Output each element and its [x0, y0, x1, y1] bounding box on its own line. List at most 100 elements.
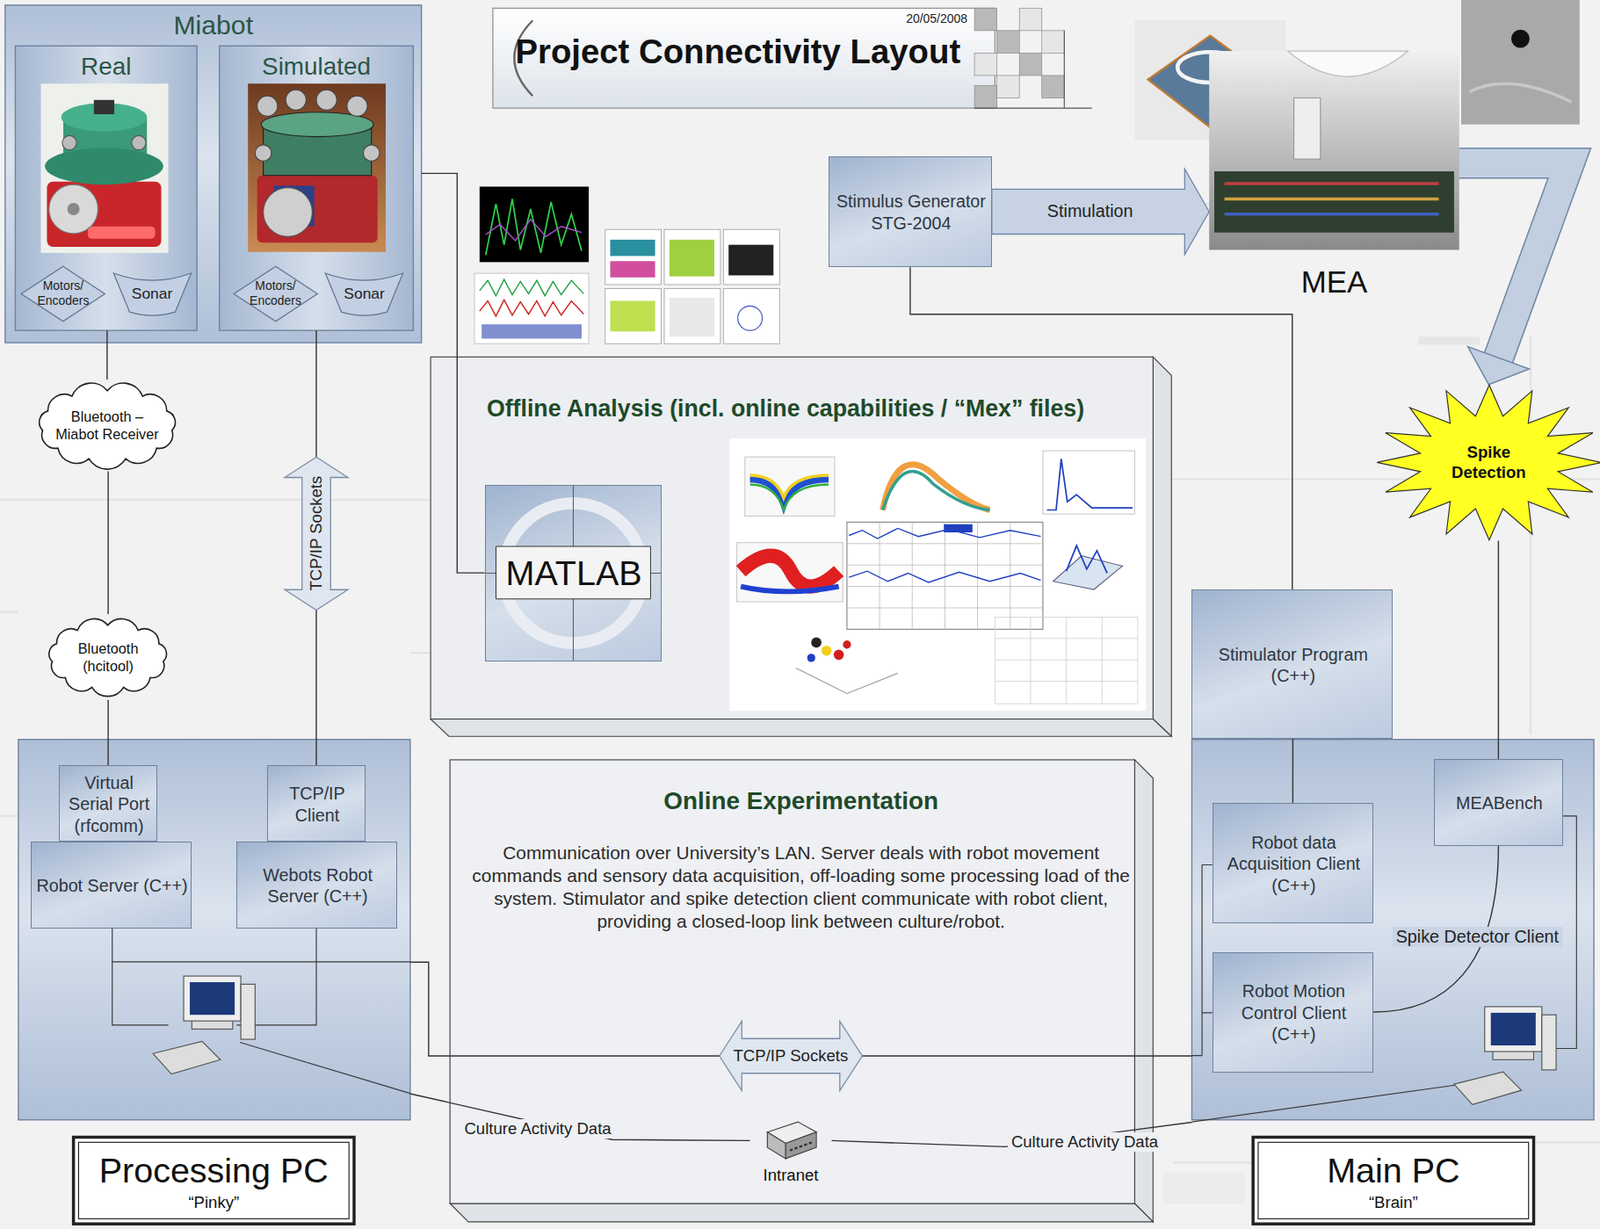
- analysis-plots: [847, 521, 1043, 630]
- cloud-shape: Bluetooth – Miabot Receiver: [30, 379, 184, 472]
- analysis-plots: [736, 542, 843, 602]
- process-box: Virtual Serial Port (rfcomm): [58, 765, 157, 842]
- group-panel: RealMotors/ EncodersSonar: [14, 45, 197, 331]
- analysis-plots: [847, 521, 1043, 630]
- matlab-label-box: [495, 546, 651, 600]
- chart-thumbnails: [485, 198, 582, 255]
- real-robot-photo: [94, 100, 115, 115]
- text-stack: Stimulator Program (C++): [1196, 644, 1390, 688]
- analysis-plots: [943, 524, 973, 533]
- connector-line: [107, 700, 109, 766]
- title-box: [974, 30, 1093, 109]
- online-panel: [449, 1203, 1153, 1223]
- faint-traces: [1418, 336, 1480, 345]
- text-stack: Main PC“Brain”: [1254, 1149, 1532, 1213]
- mea-photos: [1461, 0, 1580, 125]
- computer-icon: [240, 984, 255, 1040]
- pc-panels: [18, 739, 1594, 1224]
- text-stack: Stimulus Generator STG-2004: [833, 190, 990, 234]
- title-box: [974, 7, 998, 31]
- internal-wires: [1191, 816, 1577, 1123]
- text-area: Real: [14, 51, 197, 87]
- connector: [108, 471, 109, 616]
- connector: [1498, 541, 1499, 761]
- process-box: Robot Motion Control Client (C++): [1212, 952, 1374, 1073]
- connector-line: [421, 173, 486, 573]
- sonar-outline: [113, 273, 191, 316]
- connector: [106, 330, 108, 380]
- text-area: TCP/IP Client: [272, 770, 362, 840]
- connector-line: [910, 267, 1293, 590]
- offline-panel: [430, 356, 1172, 737]
- edge-label: Spike Detector Client: [1392, 926, 1562, 949]
- simulated-robot-photo: [316, 89, 337, 110]
- text-stack: Motors/ Encoders: [242, 278, 308, 310]
- node-text: TCP/IP Client: [272, 782, 362, 826]
- star-outline: [1376, 384, 1600, 541]
- group-panel: Offline Analysis (incl. online capabilit…: [430, 356, 1164, 730]
- analysis-plots: [821, 645, 833, 657]
- text-area: Virtual Serial Port (rfcomm): [64, 770, 154, 840]
- mea-photos: [1288, 50, 1409, 77]
- text-area: Miabot: [5, 8, 422, 48]
- connector-line: [106, 330, 108, 380]
- chart-thumbnails: [485, 219, 582, 241]
- text-area: MATLAB: [498, 549, 651, 599]
- text-stack: Robot Motion Control Client (C++): [1216, 980, 1370, 1045]
- switch-icon: [789, 1142, 813, 1151]
- node-text: Robot data Acquisition Client (C++): [1216, 832, 1370, 897]
- text-stack: Virtual Serial Port (rfcomm): [64, 772, 154, 837]
- chart-thumbnails: [479, 279, 584, 297]
- text-area: Webots Robot Server (C++): [241, 847, 394, 926]
- mea-photos: [1224, 181, 1440, 185]
- chart-thumbnails: [723, 289, 780, 345]
- title-box: [974, 52, 998, 76]
- text-area: Robot Server (C++): [35, 847, 189, 926]
- mea-photos: [1209, 50, 1460, 250]
- text-stack: Bluetooth – Miabot Receiver: [50, 407, 164, 443]
- computer-icon: [1454, 1006, 1557, 1105]
- title-box: [974, 86, 998, 109]
- node-text: Online Experimentation: [463, 786, 1137, 818]
- node-text: Motors/ Encoders: [242, 278, 308, 310]
- group-panel: SimulatedMotors/ EncodersSonar: [219, 45, 414, 331]
- text-area: Robot data Acquisition Client (C++): [1216, 808, 1370, 921]
- text-stack: Robot data Acquisition Client (C++): [1216, 832, 1370, 897]
- text-area: Processing PC“Pinky”: [75, 1139, 353, 1222]
- group-panel: Main PC“Brain” Robot data Acquisition Cli…: [1191, 739, 1594, 1228]
- cloud-outline: [49, 619, 167, 697]
- analysis-plots: [810, 637, 822, 649]
- edge-label: Culture Activity Data: [1007, 1132, 1161, 1152]
- title: Project Connectivity Layout: [514, 31, 961, 73]
- process-box: Robot Server (C++): [30, 841, 192, 929]
- process-box: MEABench: [1433, 759, 1564, 847]
- computer-icon: [189, 982, 235, 1015]
- connector: [108, 700, 109, 766]
- text-stack: MEA: [1209, 262, 1460, 301]
- date-label: 20/05/2008: [905, 11, 968, 27]
- text-stack: MATLAB: [498, 551, 651, 595]
- text-stack: Bluetooth (hcitool): [58, 639, 157, 675]
- internal-wires: [112, 928, 411, 1094]
- connector-line: [107, 471, 109, 616]
- offline-panel: [430, 719, 1172, 738]
- chart-thumbnails: [479, 299, 584, 317]
- text-area: Intranet: [750, 1162, 833, 1189]
- connector: [421, 173, 486, 573]
- switch-icon: [785, 1132, 817, 1159]
- chart-thumbnails: [605, 289, 662, 345]
- pc-panels: [1191, 739, 1594, 1121]
- chart-thumbnails: [481, 324, 582, 339]
- title-box: [492, 7, 995, 109]
- text-area: Online ExperimentationCommunication over…: [463, 786, 1137, 1021]
- node-text: “Pinky”: [75, 1192, 353, 1213]
- faint-traces: [1163, 1172, 1246, 1204]
- simulated-robot-photo: [247, 83, 386, 253]
- computer-icon: [1454, 1071, 1522, 1105]
- real-robot-photo: [49, 184, 99, 234]
- miabot-panel: [5, 5, 422, 343]
- real-robot-photo: [87, 226, 156, 239]
- text-area: Main PC“Brain”: [1254, 1139, 1532, 1222]
- node-text: Real: [14, 51, 197, 83]
